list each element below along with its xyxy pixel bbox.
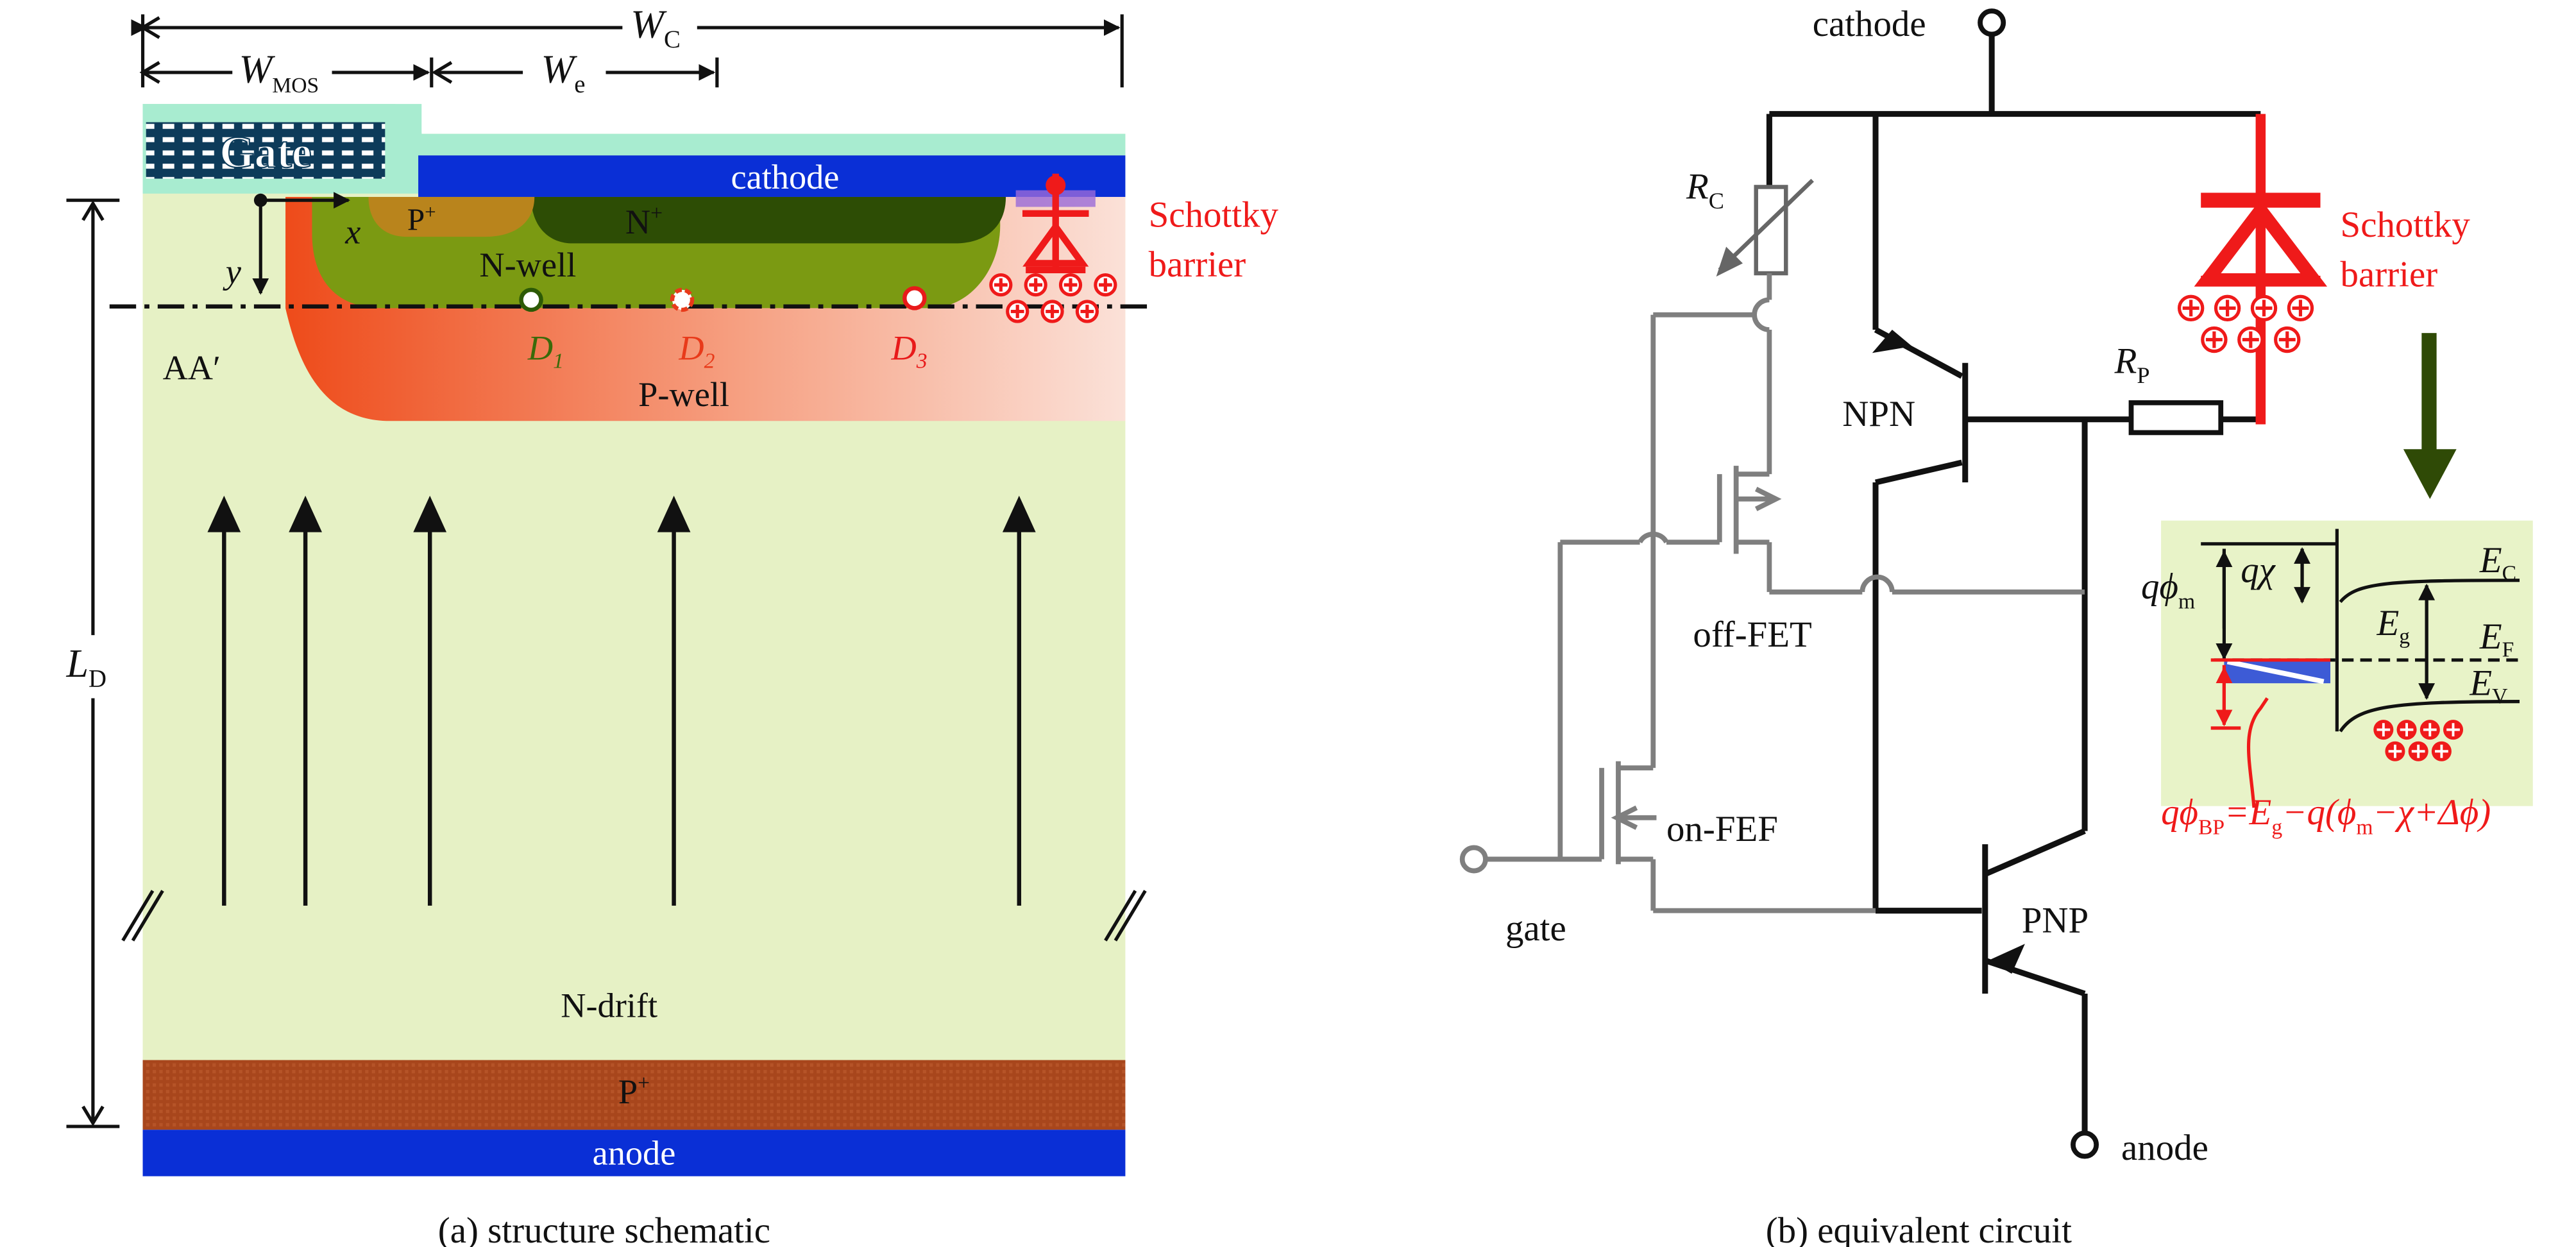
anode-label-a: anode [593, 1134, 676, 1173]
schottky-diode-b [2194, 114, 2328, 425]
pnp-emitter-arrow [1988, 944, 2025, 974]
rc-resistor [1716, 178, 1814, 277]
we-label: We [541, 47, 586, 98]
gray-wiring [1484, 273, 2085, 913]
panel-b-circuit: cathode NPN PNP anode [1459, 4, 2533, 1247]
d1-label: D1 [527, 329, 564, 373]
n-plus-label: N+ [625, 201, 663, 241]
cathode-terminal[interactable] [1978, 8, 2006, 37]
cathode-label-a: cathode [731, 158, 839, 196]
cathode-label-b: cathode [1813, 4, 1926, 44]
band-ec: EC [2479, 540, 2516, 586]
hole-symbols-a [989, 273, 1117, 323]
aa-label: AA′ [163, 349, 221, 387]
band-ev: EV [2469, 663, 2507, 708]
gate-label: Gate [219, 128, 312, 177]
panel-a-structure: Gate cathode P+ anode P+ N+ N-well P-wel… [66, 3, 1279, 1247]
band-eg: Eg [2376, 603, 2410, 649]
on-fet-label: on-FEF [1666, 809, 1778, 849]
band-qchi: qχ [2241, 550, 2276, 590]
ld-label: LD [66, 642, 107, 693]
npn-emitter-arrow [1872, 329, 1912, 353]
schottky-symbol-a [1015, 173, 1096, 274]
cathode-metal [418, 155, 1126, 197]
schottky-label-a-2: barrier [1149, 244, 1246, 285]
caption-a: (a) structure schematic [438, 1210, 770, 1247]
band-qphim: qϕm [2141, 566, 2195, 614]
green-arrow [2403, 333, 2457, 499]
schottky-label-b-1: Schottky [2341, 205, 2471, 245]
p-plus-top-label: P+ [407, 201, 436, 237]
d2-label: D2 [678, 329, 715, 373]
band-diagram [2161, 520, 2533, 808]
anode-label-b: anode [2121, 1128, 2208, 1168]
gate-terminal[interactable] [1459, 845, 1488, 874]
current-arrows [207, 495, 1036, 906]
barrier-formula: qϕBP=Eg−q(ϕm−χ+Δϕ) [2161, 792, 2491, 840]
main-wiring [1766, 34, 2261, 1133]
schottky-label-a-1: Schottky [1149, 195, 1279, 235]
rp-label: RP [2114, 341, 2150, 388]
dimension-lines [66, 14, 1124, 1128]
d1-point [519, 287, 543, 312]
d3-point [902, 286, 927, 310]
break-marks [121, 890, 1147, 942]
schottky-label-b-2: barrier [2341, 255, 2438, 295]
y-axis-label: y [223, 253, 242, 291]
band-ef: EF [2479, 616, 2514, 662]
d3-label: D3 [891, 329, 928, 373]
hole-symbols-b [2177, 294, 2314, 353]
n-drift-label: N-drift [561, 986, 657, 1024]
anode-terminal[interactable] [2071, 1130, 2099, 1159]
wc-label: WC [631, 3, 681, 54]
x-axis-label: x [344, 212, 360, 251]
wmos-label: WMOS [239, 47, 319, 98]
n-well-label: N-well [479, 246, 576, 284]
pnp-label: PNP [2022, 900, 2089, 940]
gate-label-b: gate [1505, 908, 1566, 949]
anode-metal [142, 1130, 1126, 1176]
p-plus-bottom-layer [142, 1060, 1126, 1130]
rp-resistor [2128, 400, 2224, 436]
n-plus-region [531, 196, 1006, 244]
off-fet-label: off-FET [1693, 615, 1811, 655]
rc-label: RC [1686, 167, 1724, 214]
caption-b: (b) equivalent circuit [1766, 1210, 2072, 1247]
p-plus-top-region [368, 196, 535, 237]
gate-electrode [146, 122, 386, 179]
d2-point [670, 287, 695, 312]
p-well-label: P-well [638, 375, 729, 414]
p-plus-bottom-label: P+ [618, 1071, 650, 1111]
npn-label: NPN [1842, 394, 1915, 434]
